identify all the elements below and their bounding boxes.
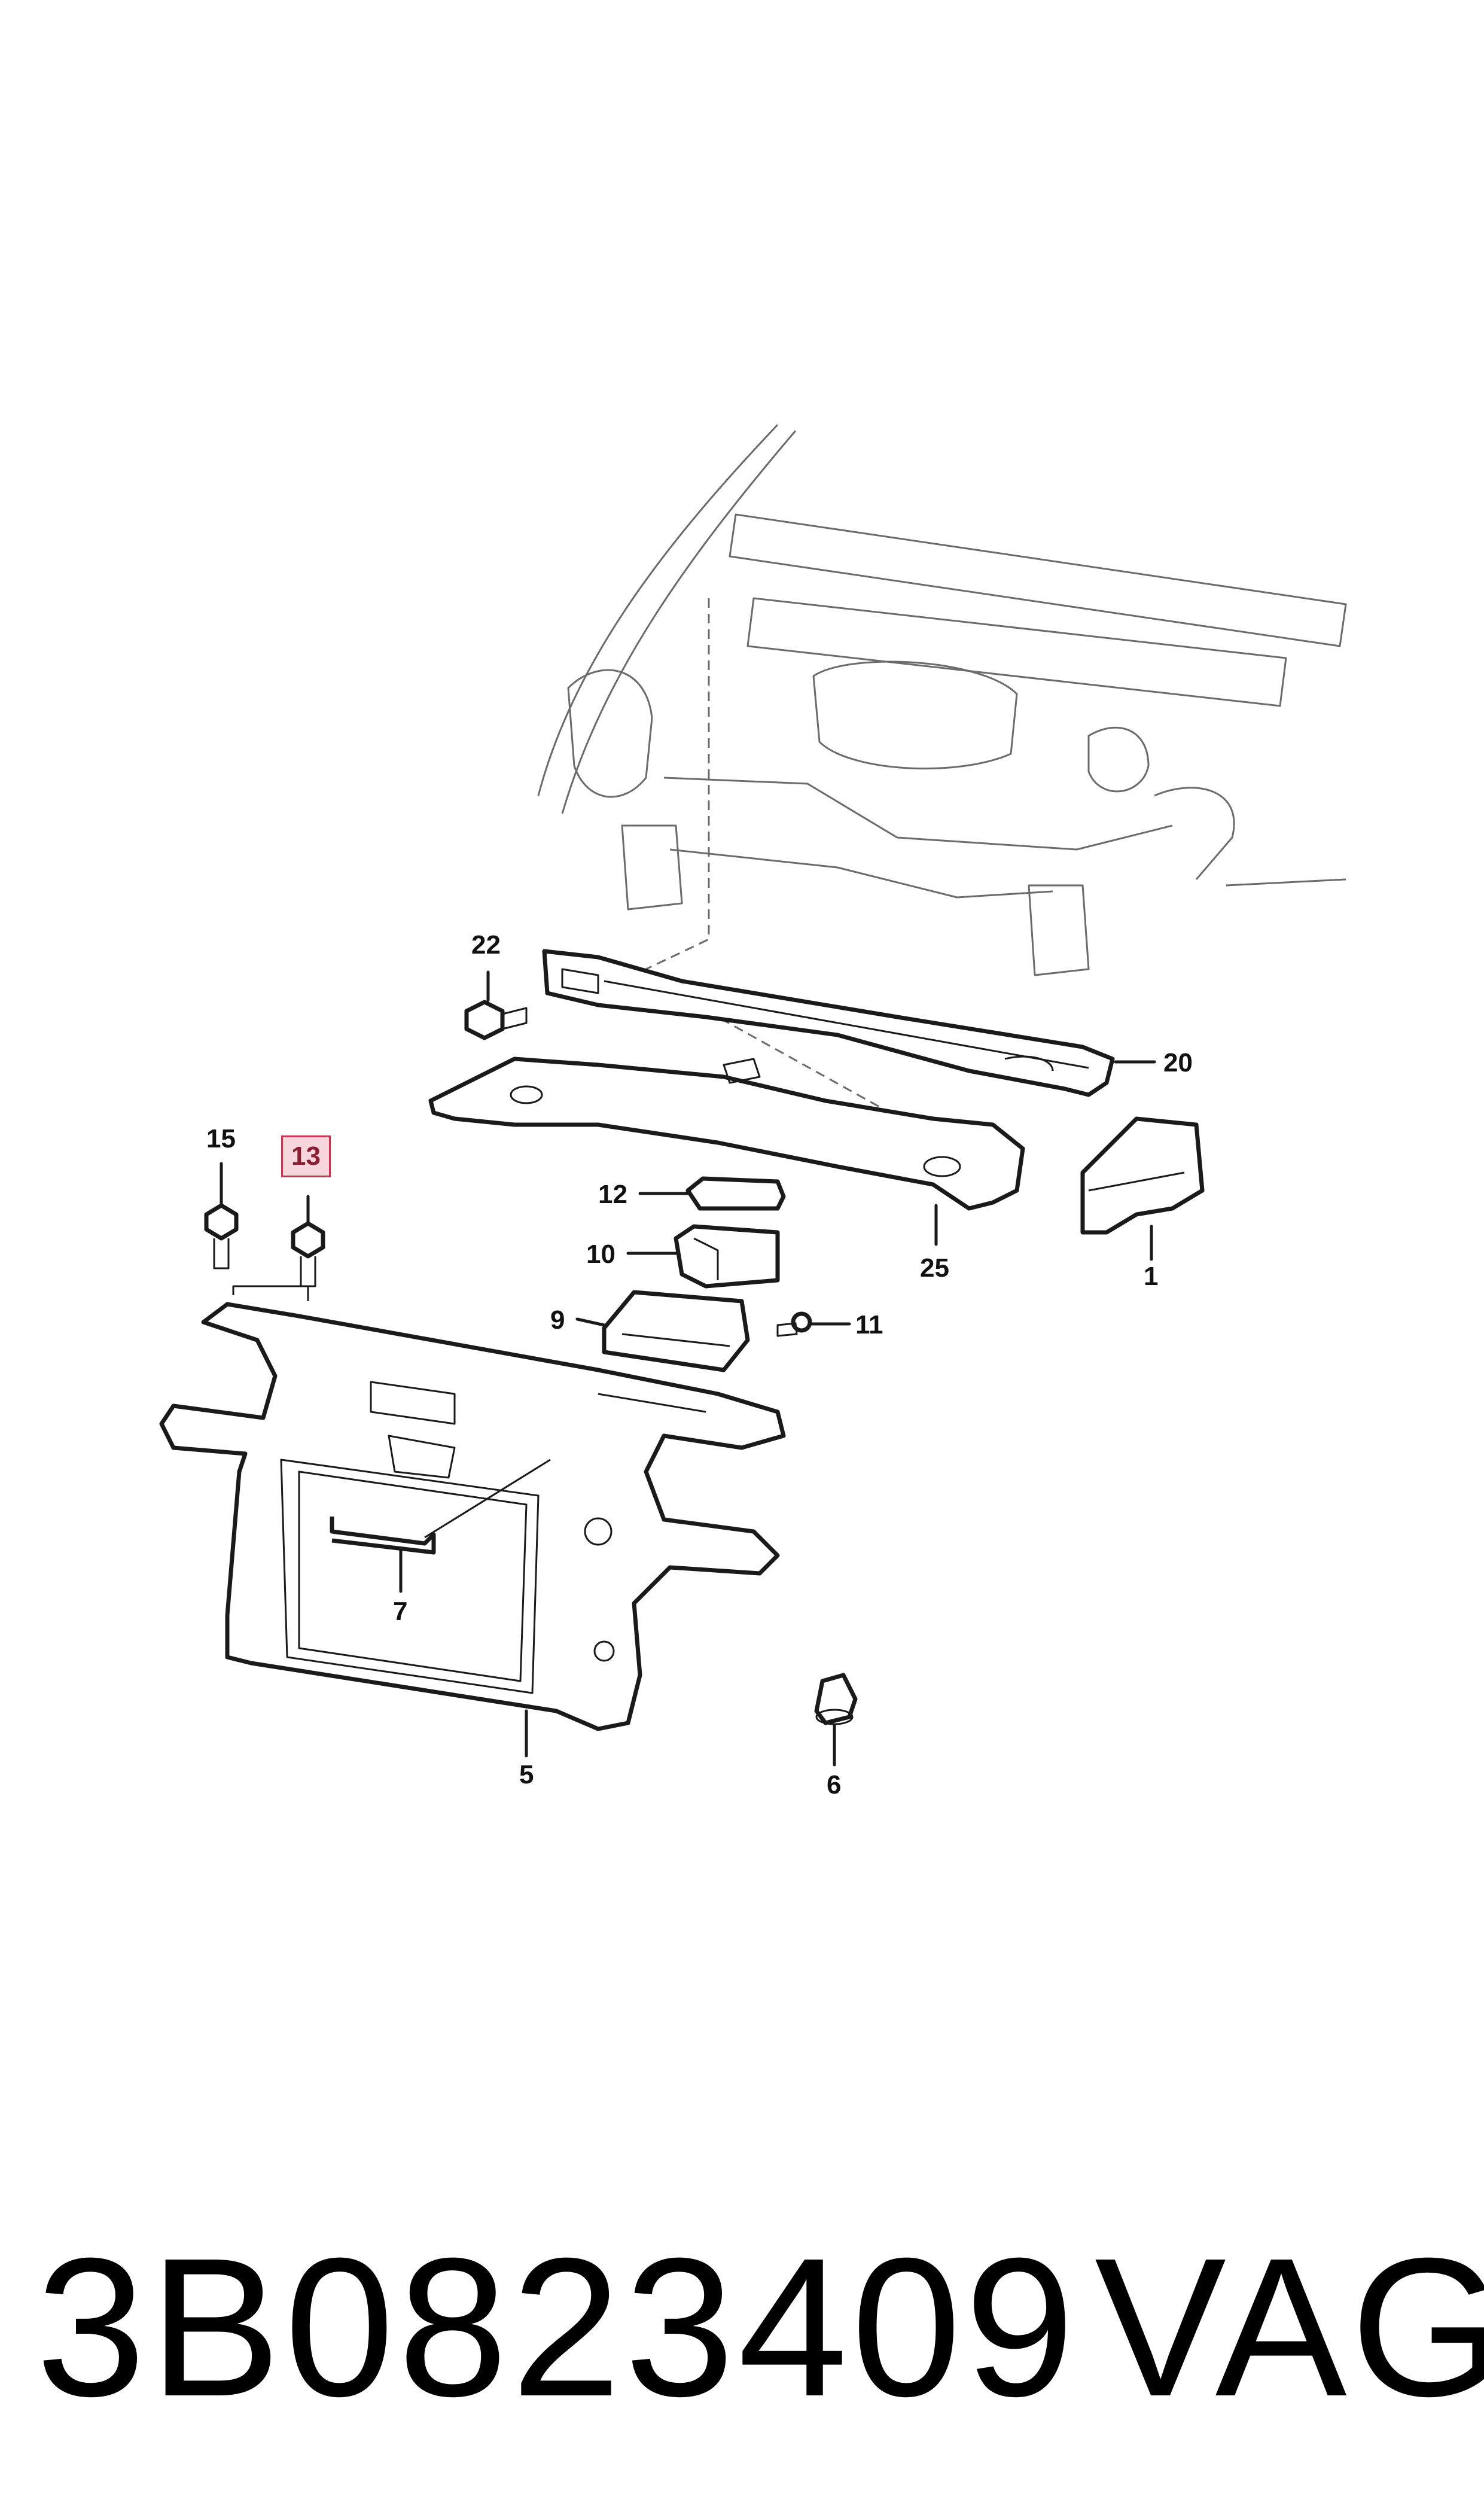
callout-20[interactable]: 20 [1163,1048,1193,1077]
part-12-cover [685,1176,786,1211]
part-20-upper-crossmember [542,949,1115,1097]
callout-25[interactable]: 25 [920,1253,949,1283]
callout-1[interactable]: 1 [1144,1262,1159,1291]
part-13-bolt [291,1221,325,1287]
callout-5[interactable]: 5 [519,1760,534,1789]
callout-12[interactable]: 12 [598,1180,627,1209]
part-25-lock-carrier-rail [428,1056,1025,1211]
bolt-group-bracket [232,1285,309,1301]
part-15-bolt [204,1203,239,1269]
callout-7[interactable]: 7 [393,1597,408,1626]
part-6-plug [814,1673,858,1725]
part-1-side-bracket [1080,1116,1205,1235]
brand-name: VAG [1095,2216,1484,2437]
callout-22[interactable]: 22 [471,930,501,960]
part-7-clip [330,1517,436,1555]
leader-7-connector [424,1459,551,1539]
part-10-bracket [674,1224,780,1289]
callout-9[interactable]: 9 [550,1305,565,1335]
callout-15[interactable]: 15 [206,1124,236,1153]
leader-9 [575,1317,606,1327]
part-number: 3B0823409 [36,2216,1078,2437]
callout-6[interactable]: 6 [827,1770,842,1800]
part-5-front-carrier [159,1302,786,1731]
callout-10[interactable]: 10 [586,1240,615,1269]
vehicle-front-body-shell [537,424,1347,1138]
callout-11[interactable]: 11 [855,1310,883,1339]
part-11-bolt [776,1311,812,1337]
part-22-bolt [464,1000,528,1040]
callout-13-highlighted[interactable]: 13 [281,1135,331,1177]
part-9-guide [602,1290,750,1372]
